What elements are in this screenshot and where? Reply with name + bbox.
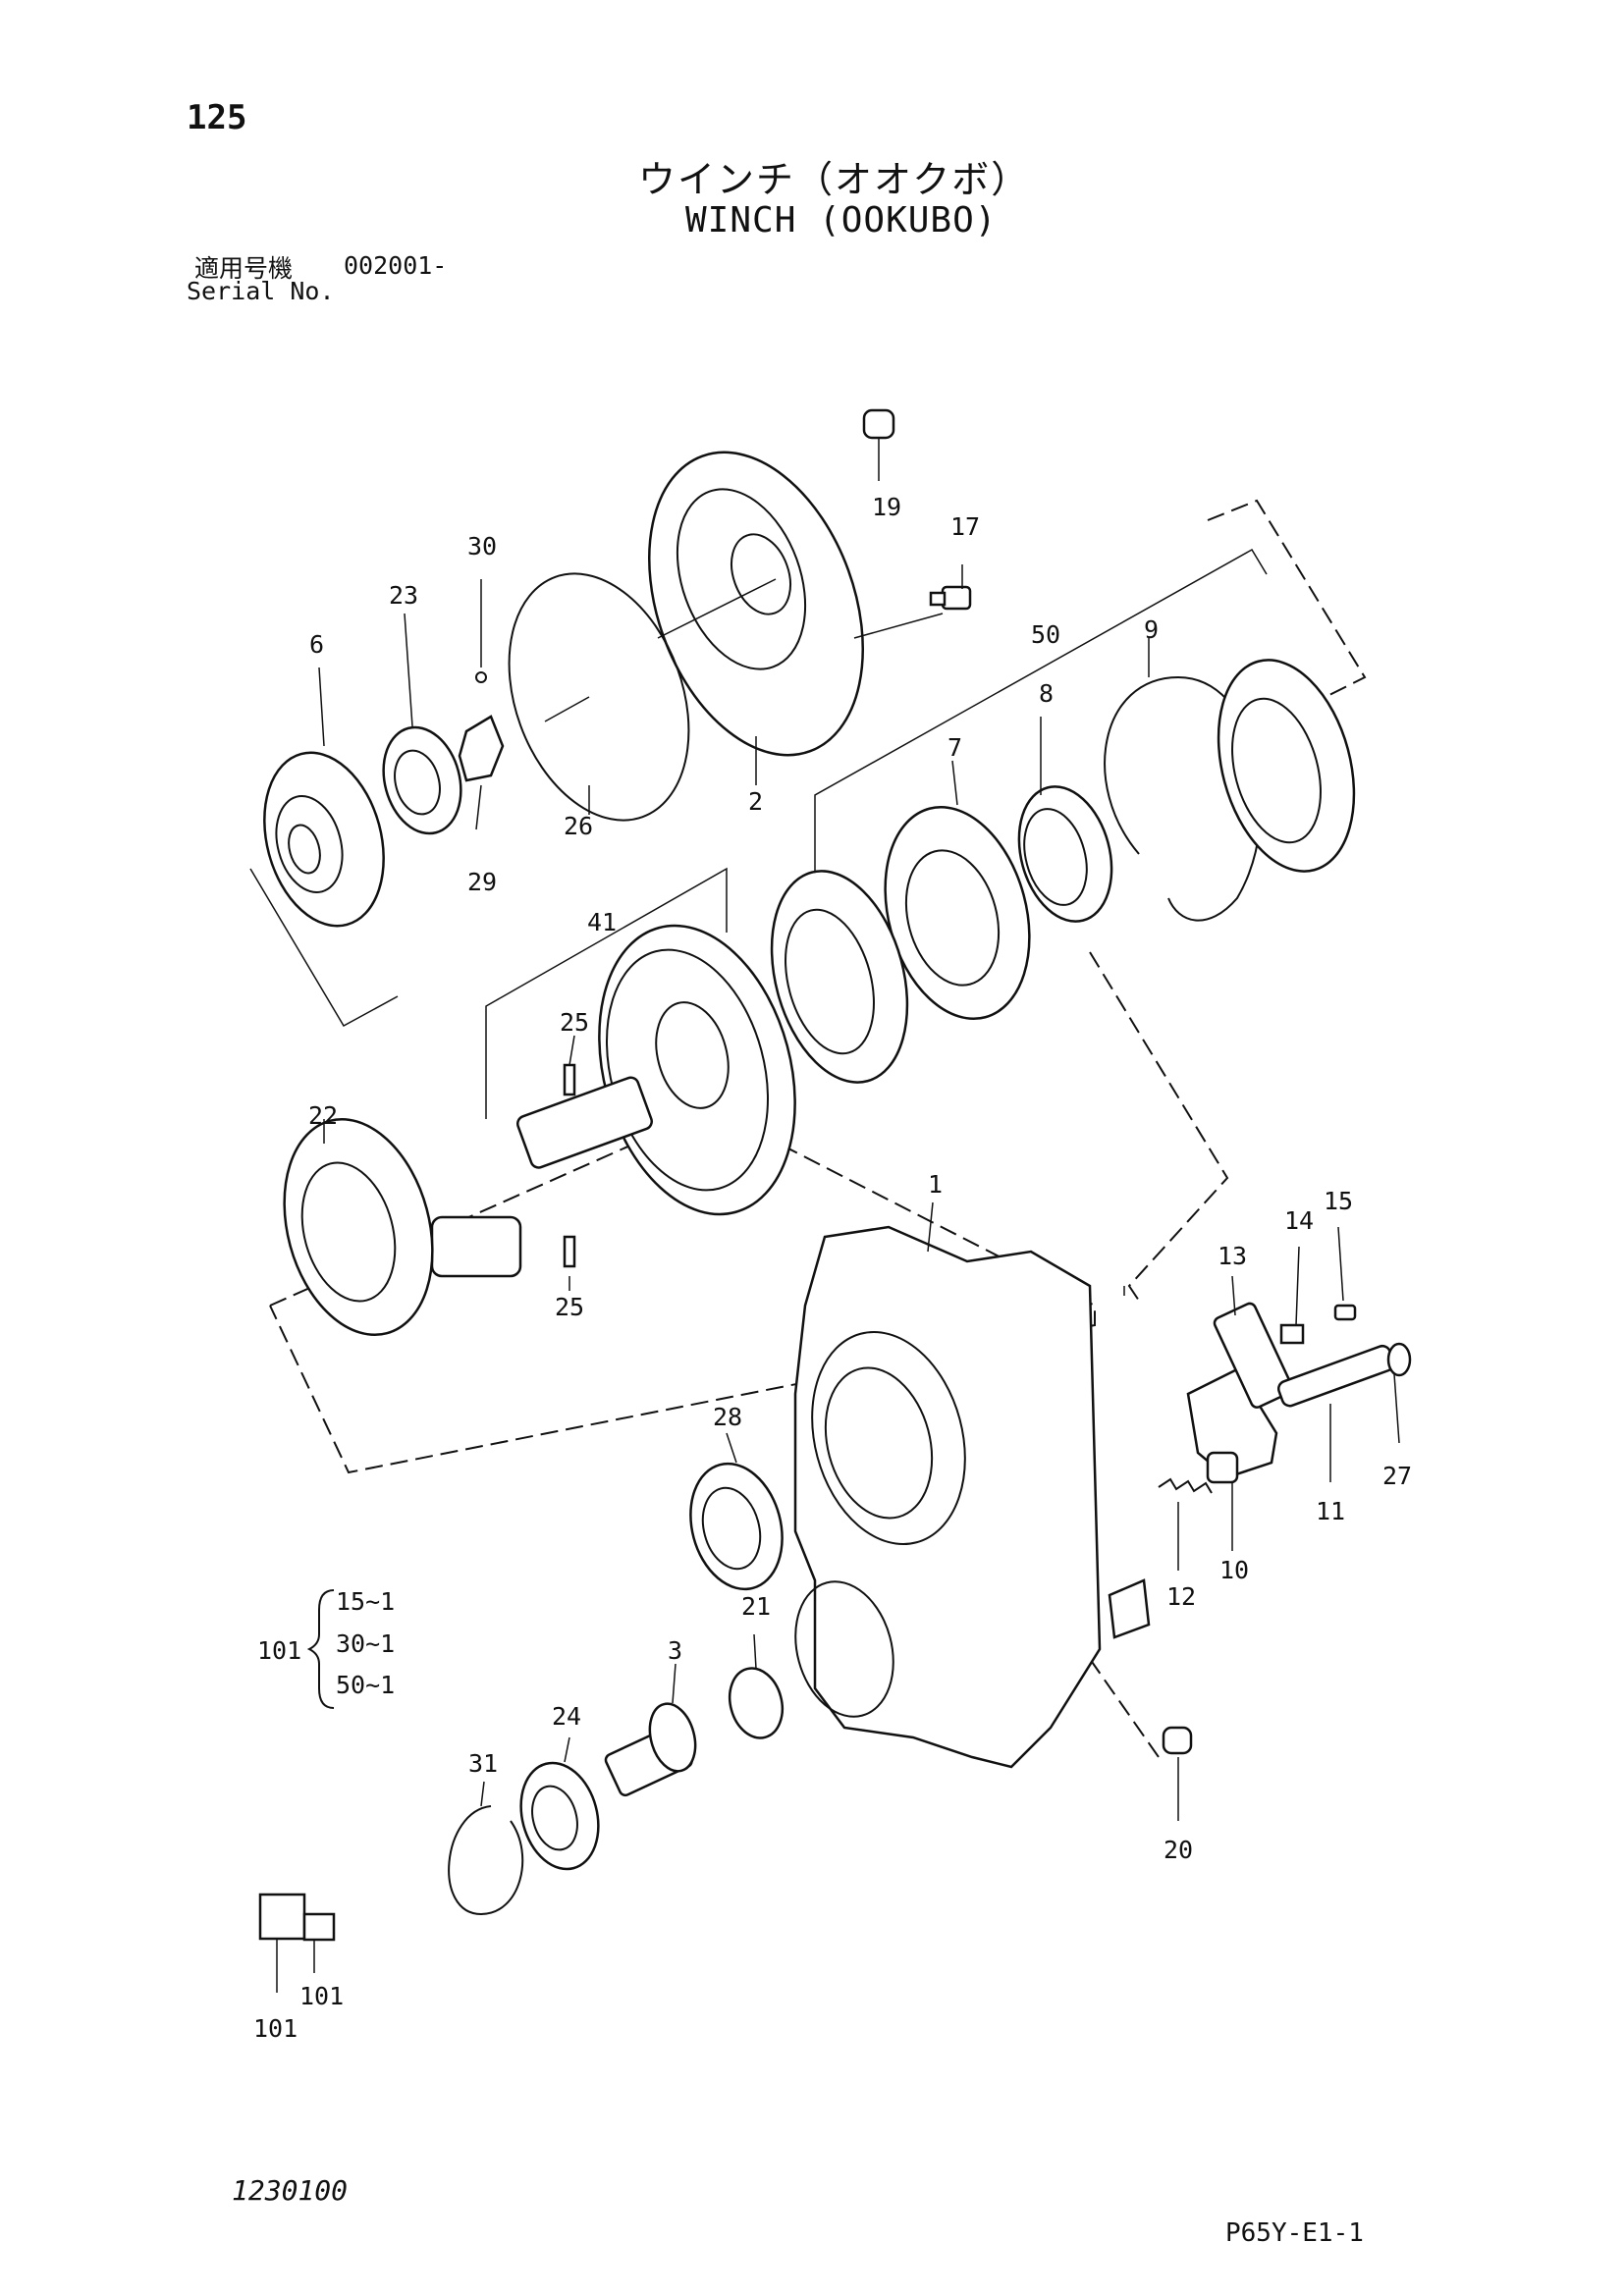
assembly-boundary-main bbox=[269, 1107, 1096, 1474]
title-japanese: ウインチ（オオクボ） bbox=[638, 158, 1031, 201]
lever-part-10 bbox=[1186, 1367, 1278, 1484]
page-number: 125 bbox=[187, 98, 247, 137]
title-english: WINCH (OOKUBO) bbox=[685, 200, 998, 240]
callout-1: 1 bbox=[928, 1170, 943, 1199]
leader-lines bbox=[318, 437, 1400, 1821]
screw-part-15 bbox=[1333, 1304, 1357, 1321]
callout-31: 31 bbox=[468, 1749, 498, 1778]
page-code: P65Y-E1-1 bbox=[1225, 2218, 1364, 2248]
block-part-14 bbox=[1279, 1323, 1305, 1345]
callout-12: 12 bbox=[1166, 1582, 1196, 1611]
bearing-part-21 bbox=[728, 1667, 785, 1739]
callout-28: 28 bbox=[713, 1403, 742, 1431]
callout-19: 19 bbox=[872, 493, 901, 521]
callout-22: 22 bbox=[308, 1101, 338, 1130]
shaft-part-11 bbox=[1277, 1344, 1395, 1408]
fitting-part-17 bbox=[929, 585, 972, 611]
bearing-part-24 bbox=[519, 1761, 600, 1871]
ring-part-8 bbox=[1017, 785, 1113, 923]
bearing-part-23 bbox=[382, 725, 462, 835]
callout-7: 7 bbox=[947, 733, 962, 762]
callout-101-small: 101 bbox=[299, 1982, 344, 2010]
housing-part-1 bbox=[793, 1225, 1102, 1769]
seal-part-28 bbox=[689, 1462, 784, 1591]
callout-labels: 19 17 30 23 6 26 2 29 50 9 8 7 41 25 22 … bbox=[253, 493, 1412, 2043]
pinion-part-3 bbox=[604, 1702, 697, 1797]
callout-15: 15 bbox=[1324, 1187, 1353, 1215]
callout-23: 23 bbox=[389, 581, 418, 610]
assembly-boundary-housing-plug bbox=[1089, 1658, 1160, 1758]
callout-26: 26 bbox=[564, 812, 593, 840]
serial-value: 002001- bbox=[344, 251, 448, 280]
callout-17: 17 bbox=[950, 512, 980, 541]
callout-25-upper: 25 bbox=[560, 1008, 589, 1037]
snap-ring-part-31 bbox=[448, 1805, 524, 1916]
callout-41: 41 bbox=[587, 908, 617, 936]
callout-101-large: 101 bbox=[253, 2014, 298, 2043]
callout-11: 11 bbox=[1316, 1497, 1345, 1525]
serial-label-japanese: 適用号機 bbox=[194, 254, 294, 283]
callout-21: 21 bbox=[741, 1592, 771, 1621]
plate-part-small bbox=[1108, 1578, 1151, 1639]
callout-30: 30 bbox=[467, 532, 497, 561]
assembly-boundary-clutch bbox=[1089, 951, 1229, 1302]
kit-item-2: 30~1 bbox=[336, 1629, 395, 1658]
cover-part-2 bbox=[648, 451, 944, 757]
shaft bbox=[430, 1076, 653, 1278]
callout-14: 14 bbox=[1284, 1206, 1314, 1235]
callout-8: 8 bbox=[1039, 679, 1054, 708]
callout-2: 2 bbox=[748, 787, 763, 816]
key-part-25-upper bbox=[563, 1063, 576, 1096]
plug-part-20 bbox=[1162, 1726, 1193, 1755]
bearing-part-22 bbox=[283, 1117, 434, 1337]
callout-50: 50 bbox=[1031, 620, 1060, 649]
cap-part-27 bbox=[1386, 1342, 1412, 1377]
o-ring-part-26 bbox=[508, 572, 690, 822]
kit-item-3: 50~1 bbox=[336, 1671, 395, 1699]
kit-icon-small bbox=[302, 1912, 336, 1942]
callout-24: 24 bbox=[552, 1702, 581, 1731]
callout-9: 9 bbox=[1144, 615, 1159, 644]
nut-part-29 bbox=[458, 715, 505, 782]
callout-13: 13 bbox=[1218, 1242, 1247, 1270]
plug-part-19 bbox=[862, 408, 895, 440]
spring-part-12 bbox=[1158, 1477, 1213, 1494]
callout-101-kit: 101 bbox=[257, 1636, 301, 1665]
friction-plate-left bbox=[770, 870, 909, 1084]
bracket-41 bbox=[485, 867, 728, 1119]
bracket-6 bbox=[249, 868, 399, 1028]
serial-label-english: Serial No. bbox=[187, 277, 335, 305]
large-gear-part-41 bbox=[598, 924, 796, 1216]
assembly-boundary-cover bbox=[1207, 499, 1367, 708]
callout-10: 10 bbox=[1219, 1556, 1249, 1584]
lever-arm-part-13 bbox=[1213, 1302, 1294, 1409]
friction-plate-right bbox=[1217, 659, 1356, 873]
callout-25-lower: 25 bbox=[555, 1293, 584, 1321]
callout-29: 29 bbox=[467, 868, 497, 896]
key-part-25-lower bbox=[563, 1235, 576, 1268]
callout-20: 20 bbox=[1164, 1836, 1193, 1864]
kit-bracket bbox=[306, 1589, 335, 1709]
kit-icon-large bbox=[258, 1893, 306, 1941]
callout-27: 27 bbox=[1382, 1462, 1412, 1490]
flange-part-6 bbox=[263, 751, 385, 928]
pin-part-30 bbox=[475, 671, 487, 683]
drawing-number: 1230100 bbox=[232, 2174, 349, 2207]
callout-3: 3 bbox=[668, 1636, 682, 1665]
kit-item-1: 15~1 bbox=[336, 1587, 395, 1616]
callout-6: 6 bbox=[309, 630, 324, 659]
